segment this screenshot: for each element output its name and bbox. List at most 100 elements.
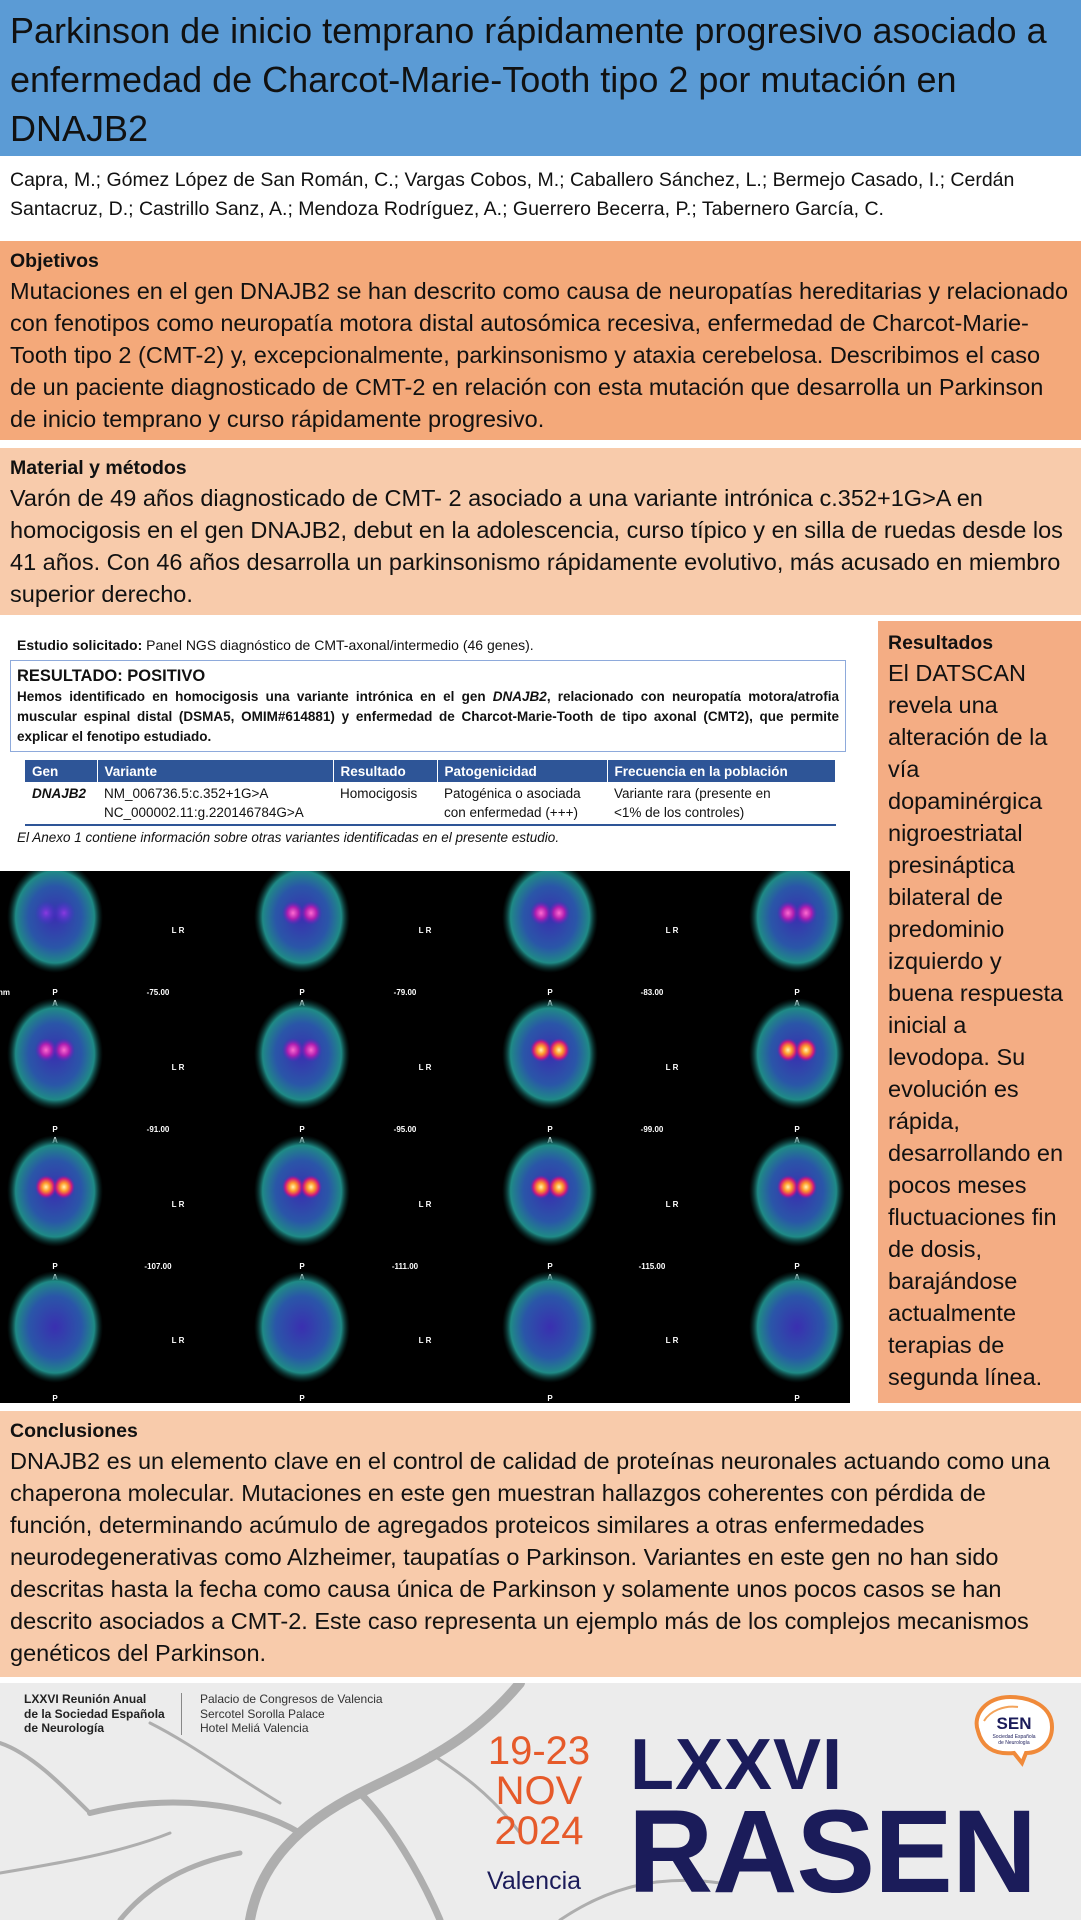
- objetivos-heading: Objetivos: [10, 250, 99, 272]
- poster-title-bar: Parkinson de inicio temprano rápidamente…: [0, 0, 1081, 156]
- neuron-background-image: [0, 1683, 1081, 1920]
- striatum-uptake-right: [548, 901, 570, 925]
- striatum-uptake-right: [795, 1038, 817, 1062]
- striatum-uptake-right: [300, 901, 322, 925]
- event-city: Valencia: [487, 1867, 582, 1895]
- striatum-uptake-left: [35, 1175, 57, 1199]
- orientation-label: P: [52, 988, 58, 997]
- event-dates-line: 2024: [494, 1809, 584, 1853]
- result-text-part-1: Hemos identificado en homocigosis una va…: [17, 689, 493, 704]
- meeting-name-line: de Neurología: [24, 1721, 105, 1735]
- orientation-label: L R: [419, 926, 432, 935]
- orientation-label: P: [547, 1394, 553, 1403]
- meeting-name-line: LXXVI Reunión Anual: [24, 1692, 147, 1706]
- orientation-label: L R: [666, 1200, 679, 1209]
- table-row: DNAJB2 NM_006736.5:c.352+1G>A NC_000002.…: [25, 782, 836, 826]
- orientation-label: P: [794, 988, 800, 997]
- orientation-label: P: [52, 1394, 58, 1403]
- cell-patogenicidad-line: Patogénica o asociada: [444, 786, 581, 801]
- orientation-label: P: [52, 1125, 58, 1134]
- datscan-grid: L RL RL RPAPAPAPA-75.00-79.00-83.00L RL …: [0, 871, 845, 1403]
- striatum-uptake-right: [795, 901, 817, 925]
- result-gene: DNAJB2: [492, 689, 547, 704]
- venue-line: Sercotel Sorolla Palace: [200, 1706, 325, 1721]
- venue-line: Hotel Meliá Valencia: [200, 1721, 309, 1735]
- conclusiones-text: DNAJB2 es un elemento clave en el contro…: [10, 1448, 1050, 1666]
- striatum-uptake-right: [795, 1175, 817, 1199]
- striatum-uptake-right: [53, 1175, 75, 1199]
- orientation-label: P: [794, 1125, 800, 1134]
- striatum-uptake-right: [53, 901, 75, 925]
- event-dates: 19-23 NOV 2024: [482, 1731, 596, 1851]
- column-header: Variante: [97, 760, 334, 782]
- cell-frecuencia-line: <1% de los controles): [614, 805, 745, 820]
- variant-table: Gen Variante Resultado Patogenicidad Fre…: [25, 760, 836, 826]
- striatum-uptake-left: [530, 901, 552, 925]
- meeting-name-line: de la Sociedad Española: [24, 1706, 165, 1721]
- striatum-uptake-left: [282, 1038, 304, 1062]
- orientation-label: L R: [419, 1336, 432, 1345]
- slice-position-label: -115.00: [639, 1262, 666, 1271]
- striatum-uptake-right: [53, 1038, 75, 1062]
- slice-position-label: -91.00: [147, 1125, 170, 1134]
- striatum-uptake-left: [530, 1175, 552, 1199]
- striatum-uptake-left: [282, 901, 304, 925]
- resultados-section: Resultados El DATSCAN revela una alterac…: [878, 621, 1081, 1403]
- venue-list: Palacio de Congresos de Valencia Sercote…: [200, 1692, 383, 1736]
- striatum-uptake-left: [777, 901, 799, 925]
- orientation-label: P: [547, 988, 553, 997]
- authors-list: Capra, M.; Gómez López de San Román, C.;…: [10, 169, 1015, 220]
- slice-position-label: -83.00: [641, 988, 664, 997]
- orientation-label: L R: [172, 926, 185, 935]
- sen-logo-text: SEN: [997, 1714, 1032, 1733]
- orientation-label: P: [547, 1125, 553, 1134]
- brain-slice: [502, 1271, 598, 1383]
- striatum-uptake-left: [777, 1038, 799, 1062]
- orientation-label: L R: [172, 1336, 185, 1345]
- poster-title: Parkinson de inicio temprano rápidamente…: [10, 10, 1047, 149]
- striatum-uptake-right: [548, 1175, 570, 1199]
- slice-position-label: -75.00: [147, 988, 170, 997]
- brain-slice: [749, 1271, 845, 1383]
- congress-banner: LXXVI Reunión Anual de la Sociedad Españ…: [0, 1683, 1081, 1920]
- sen-logo-shape: [974, 1694, 1055, 1767]
- striatum-uptake-left: [777, 1175, 799, 1199]
- orientation-label: P: [794, 1262, 800, 1271]
- orientation-label: P: [547, 1262, 553, 1271]
- striatum-uptake-left: [35, 1038, 57, 1062]
- study-label: Estudio solicitado:: [17, 637, 143, 653]
- cell-patogenicidad-line: con enfermedad (+++): [444, 805, 578, 820]
- sen-logo-subtext: Sociedad Española: [992, 1734, 1035, 1740]
- cell-patogenicidad: Patogénica o asociada con enfermedad (++…: [437, 782, 607, 826]
- event-edition: LXXVI: [630, 1725, 844, 1805]
- result-box: RESULTADO: POSITIVO Hemos identificado e…: [10, 660, 846, 752]
- cell-variante-line: NC_000002.11:g.220146784G>A: [104, 805, 304, 820]
- column-header: Frecuencia en la población: [607, 760, 836, 782]
- orientation-label: P: [52, 1262, 58, 1271]
- resultados-text: El DATSCAN revela una alteración de la v…: [888, 660, 1064, 1390]
- cell-variante-line: NM_006736.5:c.352+1G>A: [104, 786, 269, 801]
- cell-gen: DNAJB2: [25, 782, 97, 826]
- result-text-part-2: , relacionado con neuropatía motora/atro…: [17, 689, 839, 744]
- striatum-uptake-left: [282, 1175, 304, 1199]
- objetivos-section: Objetivos Mutaciones en el gen DNAJB2 se…: [0, 241, 1081, 440]
- slice-position-label: -99.00: [641, 1125, 664, 1134]
- orientation-label: L R: [172, 1063, 185, 1072]
- event-dates-line: NOV: [495, 1769, 583, 1813]
- objetivos-text: Mutaciones en el gen DNAJB2 se han descr…: [10, 278, 1069, 432]
- slice-position-label: -95.00: [394, 1125, 417, 1134]
- conclusiones-heading: Conclusiones: [10, 1420, 138, 1442]
- striatum-uptake-right: [300, 1038, 322, 1062]
- orientation-label: P: [299, 988, 305, 997]
- variant-table-header: Gen Variante Resultado Patogenicidad Fre…: [25, 760, 836, 782]
- striatum-uptake-right: [548, 1038, 570, 1062]
- cell-resultado: Homocigosis: [333, 782, 437, 826]
- divider: [181, 1693, 182, 1735]
- slice-position-label: -79.00: [394, 988, 417, 997]
- orientation-label: L R: [666, 1063, 679, 1072]
- brain-slice: [254, 871, 350, 973]
- cell-variante: NM_006736.5:c.352+1G>A NC_000002.11:g.22…: [97, 782, 333, 826]
- event-name: RASEN: [628, 1786, 1037, 1918]
- event-dates-line: 19-23: [487, 1729, 591, 1773]
- slice-position-label: -111.00: [392, 1262, 419, 1271]
